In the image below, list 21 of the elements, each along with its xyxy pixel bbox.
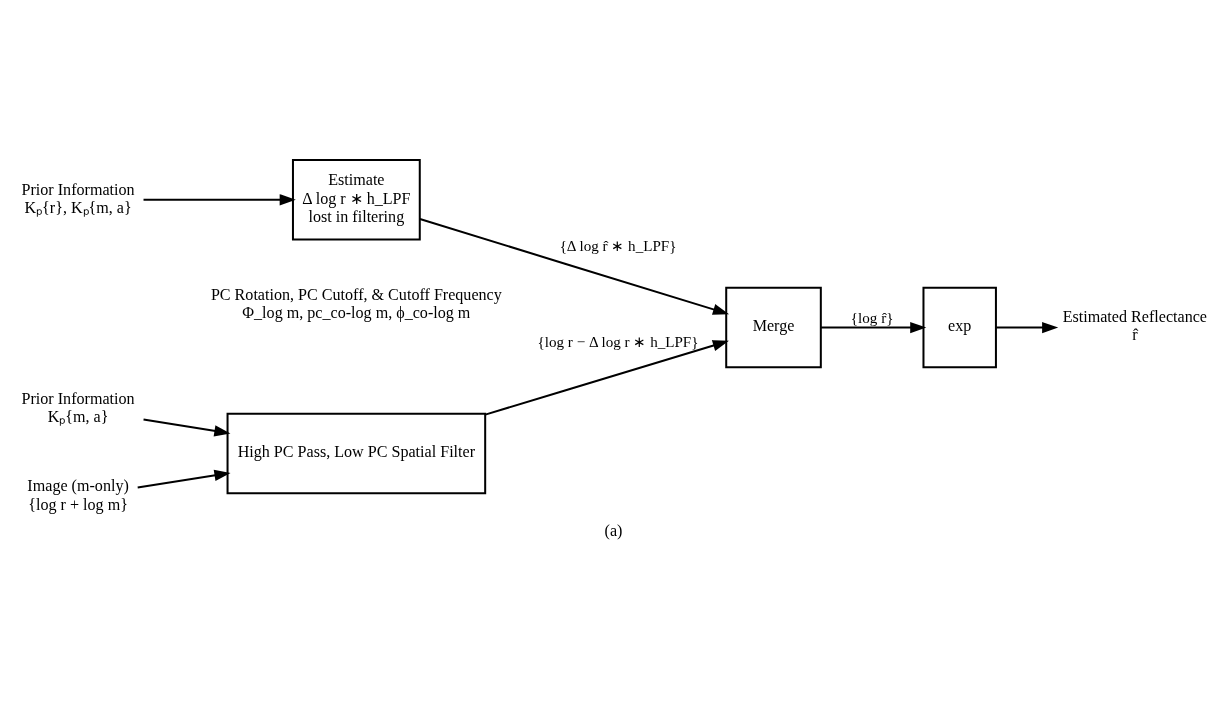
node-text: Estimated Reflectance r̂ xyxy=(1062,308,1207,344)
edge-label: {log r̂} xyxy=(850,309,894,326)
arrow xyxy=(996,321,1059,334)
node-box: exp xyxy=(922,286,997,369)
arrow xyxy=(485,340,729,416)
caption: (a) xyxy=(604,521,623,539)
node-box: Estimate Δ log r ∗ h_LPF lost in filtering xyxy=(291,159,421,241)
node-box: High PC Pass, Low PC Spatial Filter xyxy=(226,412,487,495)
arrow xyxy=(143,418,231,437)
arrow xyxy=(143,194,296,206)
arrow xyxy=(419,218,730,315)
edge-label: {Δ log r̂ ∗ h_LPF} xyxy=(559,238,677,255)
edge-label: {log r − Δ log r ∗ h_LPF} xyxy=(537,333,699,350)
node-text: Prior Information Kₚ{r}, Kₚ{m, a} xyxy=(21,180,135,216)
node-text: Image (m-only) {log r + log m} xyxy=(27,477,129,513)
arrow xyxy=(137,469,231,489)
label: Φ_log m, pc_co-log m, ϕ_co-log m xyxy=(242,304,471,322)
node-box: Merge xyxy=(725,286,822,369)
arrow xyxy=(821,321,927,334)
label: PC Rotation, PC Cutoff, & Cutoff Frequency xyxy=(210,286,502,304)
node-text: Prior Information Kₚ{m, a} xyxy=(21,389,135,425)
